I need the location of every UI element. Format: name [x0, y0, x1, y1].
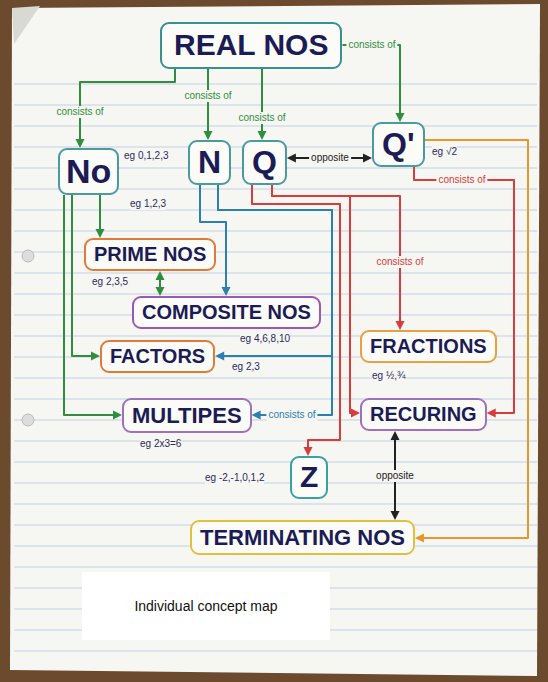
connector-line — [200, 185, 226, 288]
concept-box: Z — [290, 456, 328, 499]
concept-box: FRACTIONS — [360, 330, 497, 363]
connector — [414, 167, 514, 418]
set-box: N — [188, 140, 231, 185]
node-text: TERMINATING NOS — [200, 525, 405, 550]
concept-box: PRIME NOS — [84, 238, 216, 271]
example-note: eg 2x3=6 — [140, 438, 181, 450]
connector-line — [342, 45, 400, 114]
arrowhead — [215, 352, 224, 361]
folded-corner — [12, 6, 40, 44]
concept-box: RECURING — [360, 398, 487, 431]
connector-label: consists of — [374, 256, 425, 268]
connector-line — [80, 69, 175, 141]
node-text: FRACTIONS — [370, 335, 487, 358]
arrowhead — [222, 287, 231, 296]
node-text: PRIME NOS — [94, 243, 206, 266]
node-text: Q' — [382, 126, 415, 163]
arrowhead — [156, 287, 165, 296]
connector — [215, 185, 332, 361]
connector-label: consists of — [436, 174, 487, 186]
connector — [64, 195, 122, 419]
connector-line — [414, 167, 514, 413]
set-box: Q — [242, 140, 287, 185]
node-text: COMPOSITE NOS — [142, 301, 311, 324]
punch-hole — [22, 414, 34, 426]
ruling-lines — [14, 84, 537, 651]
arrowhead — [391, 431, 400, 440]
example-note: eg -2,-1,0,1,2 — [205, 472, 264, 484]
arrowhead — [304, 447, 313, 456]
node-text: Z — [300, 460, 318, 495]
connector — [156, 271, 165, 296]
example-note: eg 2,3 — [232, 361, 260, 373]
concept-box: COMPOSITE NOS — [132, 296, 321, 329]
node-text: No — [66, 152, 111, 191]
connector — [96, 195, 105, 238]
arrowhead — [91, 352, 100, 361]
connector-line — [72, 195, 92, 356]
arrowhead — [391, 511, 400, 520]
connector-label: consists of — [54, 106, 105, 118]
node-text: MULTIPES — [132, 403, 242, 428]
root-box: REAL NOS — [160, 22, 342, 69]
node-text: RECURING — [370, 403, 477, 426]
example-note: eg 2,3,5 — [92, 276, 128, 288]
example-note: eg 4,6,8,10 — [240, 333, 290, 345]
connector-label: consists of — [236, 112, 287, 124]
arrowhead — [113, 411, 122, 420]
node-text: N — [198, 144, 221, 181]
node-text: FACTORS — [110, 345, 205, 368]
connector-line — [64, 195, 114, 415]
connector-label: opposite — [374, 470, 416, 482]
arrowhead — [363, 154, 372, 163]
arrowhead — [396, 321, 405, 330]
connector-label: consists of — [266, 409, 317, 421]
arrowhead — [252, 411, 261, 420]
concept-box: MULTIPES — [122, 398, 252, 433]
connector-line — [159, 279, 161, 288]
example-note: eg 1,2,3 — [130, 198, 166, 210]
arrowhead — [287, 154, 296, 163]
connector-label: consists of — [346, 39, 397, 51]
example-note: eg ½,¾ — [372, 370, 405, 382]
caption-text: Individual concept map — [134, 598, 277, 614]
arrowhead — [156, 271, 165, 280]
arrowhead — [487, 409, 496, 418]
connector — [258, 69, 267, 141]
node-text: REAL NOS — [174, 28, 328, 63]
example-note: eg 0,1,2,3 — [124, 150, 168, 162]
arrowhead — [204, 131, 213, 140]
connector-label: opposite — [309, 152, 351, 164]
arrowhead — [76, 139, 85, 148]
concept-box: FACTORS — [100, 340, 215, 373]
paper-sheet — [10, 4, 540, 676]
connector-label: consists of — [182, 90, 233, 102]
arrowhead — [96, 229, 105, 238]
arrowhead — [415, 534, 424, 543]
example-note: eg √2 — [432, 146, 457, 158]
connector-line — [99, 195, 101, 230]
node-text: Q — [252, 144, 277, 181]
concept-box: TERMINATING NOS — [190, 520, 415, 555]
connector — [204, 69, 213, 141]
punch-hole — [22, 250, 34, 262]
caption-panel — [82, 572, 330, 640]
arrowhead — [396, 113, 405, 122]
connector — [342, 45, 404, 122]
arrowhead — [351, 409, 360, 418]
set-box: No — [58, 148, 119, 195]
caption-box: Individual concept map — [82, 572, 330, 640]
arrowhead — [258, 131, 267, 140]
set-box: Q' — [372, 122, 425, 167]
